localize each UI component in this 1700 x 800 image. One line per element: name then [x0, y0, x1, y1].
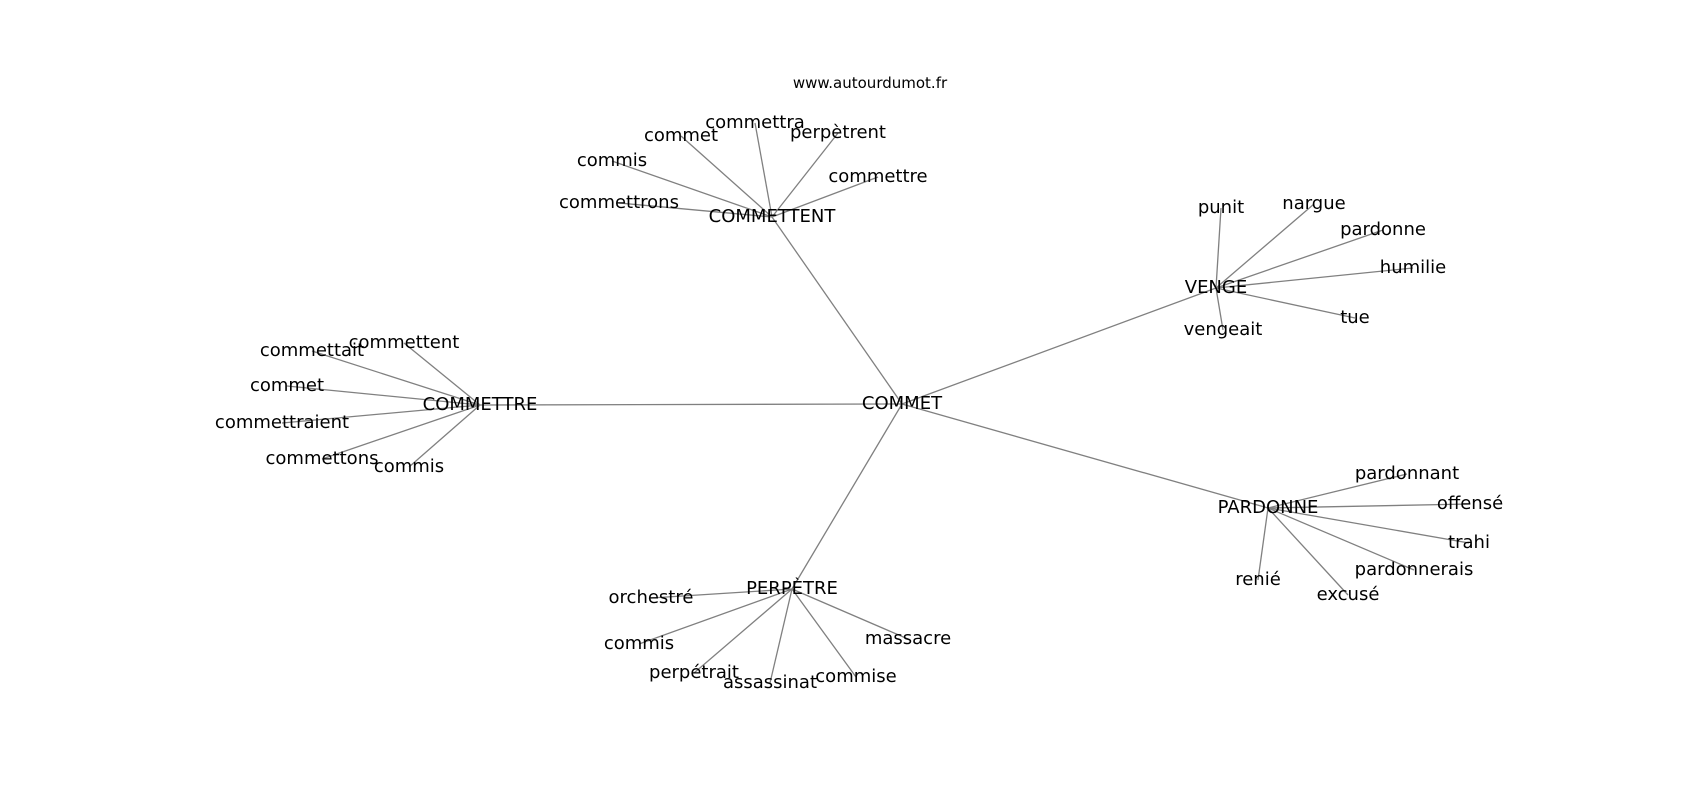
edge-venge-punit	[1215, 207, 1222, 289]
node-hub-venge[interactable]: VENGE	[1185, 277, 1247, 298]
node-leaf-commettre-commettait[interactable]: commettait	[260, 340, 364, 361]
node-leaf-commettent-commet[interactable]: commet	[644, 125, 718, 146]
edge-commettent-commis	[611, 160, 773, 218]
edge-center-perpetre	[791, 403, 903, 590]
edge-venge-pardonne	[1215, 229, 1384, 289]
edge-venge-humilie	[1215, 267, 1414, 289]
node-leaf-perpetre-massacre[interactable]: massacre	[865, 628, 951, 649]
edge-perpetre-orchestre	[650, 588, 793, 599]
node-leaf-venge-nargue[interactable]: nargue	[1282, 193, 1345, 214]
edge-commettre-commettons	[321, 404, 481, 460]
edge-center-venge	[901, 287, 1217, 405]
node-leaf-venge-pardonne[interactable]: pardonne	[1340, 219, 1426, 240]
node-hub-perpetre[interactable]: PERPÈTRE	[746, 577, 838, 599]
node-leaf-pardonne-renie[interactable]: renié	[1235, 569, 1281, 590]
edge-commettent-commet	[680, 135, 773, 218]
edge-commettre-commettraient	[281, 404, 481, 424]
edge-commettent-commettrons	[618, 202, 773, 218]
edge-center-pardonne	[901, 403, 1269, 509]
edge-perpetre-assassinat	[769, 588, 793, 684]
node-leaf-commettent-commettrons[interactable]: commettrons	[559, 192, 679, 213]
edge-commettent-perpetrent	[771, 132, 839, 218]
node-leaf-perpetre-orchestre[interactable]: orchestré	[609, 587, 694, 608]
edge-pardonne-renie	[1257, 507, 1269, 581]
edge-perpetre-commis	[638, 588, 793, 645]
edge-pardonne-pardonnant	[1267, 473, 1408, 509]
node-hub-commettre[interactable]: COMMETTRE	[423, 394, 538, 415]
source-url-label: www.autourdumot.fr	[793, 74, 948, 92]
node-leaf-pardonne-offense[interactable]: offensé	[1437, 493, 1503, 514]
edge-venge-vengeait	[1215, 287, 1224, 331]
edge-commettre-commettait	[311, 350, 481, 406]
node-leaf-commettre-commettraient[interactable]: commettraient	[215, 412, 349, 433]
node-center-commet[interactable]: COMMET	[862, 393, 943, 414]
edge-pardonne-trahi	[1267, 507, 1470, 544]
edge-pardonne-pardonnerais	[1267, 507, 1415, 571]
node-leaf-commettre-commet[interactable]: commet	[250, 375, 324, 396]
edge-commettre-commet	[286, 385, 481, 406]
node-leaf-venge-humilie[interactable]: humilie	[1380, 257, 1446, 278]
node-leaf-perpetre-commise[interactable]: commise	[815, 666, 896, 687]
edge-perpetre-commise	[791, 588, 857, 678]
node-leaf-commettent-commettra[interactable]: commettra	[705, 112, 805, 133]
node-leaf-pardonne-excuse[interactable]: excusé	[1317, 584, 1380, 605]
edge-center-commettent	[771, 216, 903, 405]
node-leaf-pardonne-pardonnerais[interactable]: pardonnerais	[1355, 559, 1474, 580]
edge-venge-nargue	[1215, 203, 1315, 289]
node-leaf-commettre-commettons[interactable]: commettons	[266, 448, 379, 469]
node-leaf-pardonne-trahi[interactable]: trahi	[1448, 532, 1490, 553]
node-hub-commettent[interactable]: COMMETTENT	[709, 206, 837, 227]
edge-commettre-commettent	[403, 342, 481, 406]
node-leaf-pardonne-pardonnant[interactable]: pardonnant	[1355, 463, 1459, 484]
edge-perpetre-perpetrait	[693, 588, 793, 674]
node-leaf-commettent-perpetrent[interactable]: perpètrent	[790, 122, 886, 143]
node-leaf-perpetre-commis[interactable]: commis	[604, 633, 674, 654]
node-leaf-commettre-commis[interactable]: commis	[374, 456, 444, 477]
edge-venge-tue	[1215, 287, 1356, 319]
graph-edges	[281, 122, 1471, 684]
edge-pardonne-offense	[1267, 503, 1471, 509]
edge-pardonne-excuse	[1267, 507, 1349, 596]
node-leaf-commettent-commettre[interactable]: commettre	[828, 166, 927, 187]
node-leaf-venge-punit[interactable]: punit	[1198, 197, 1244, 218]
node-leaf-perpetre-perpetrait[interactable]: perpétrait	[649, 662, 739, 683]
node-leaf-venge-tue[interactable]: tue	[1340, 307, 1370, 328]
edge-commettent-commettre	[771, 176, 879, 218]
node-hub-pardonne[interactable]: PARDONNE	[1218, 497, 1319, 518]
node-leaf-venge-vengeait[interactable]: vengeait	[1184, 319, 1263, 340]
edge-commettent-commettra	[754, 122, 773, 218]
edge-commettre-commis	[408, 404, 481, 468]
edge-center-commettre	[479, 403, 903, 406]
node-leaf-commettre-commettent[interactable]: commettent	[349, 332, 460, 353]
node-leaf-perpetre-assassinat[interactable]: assassinat	[723, 672, 817, 693]
node-leaf-commettent-commis[interactable]: commis	[577, 150, 647, 171]
edge-perpetre-massacre	[791, 588, 909, 640]
